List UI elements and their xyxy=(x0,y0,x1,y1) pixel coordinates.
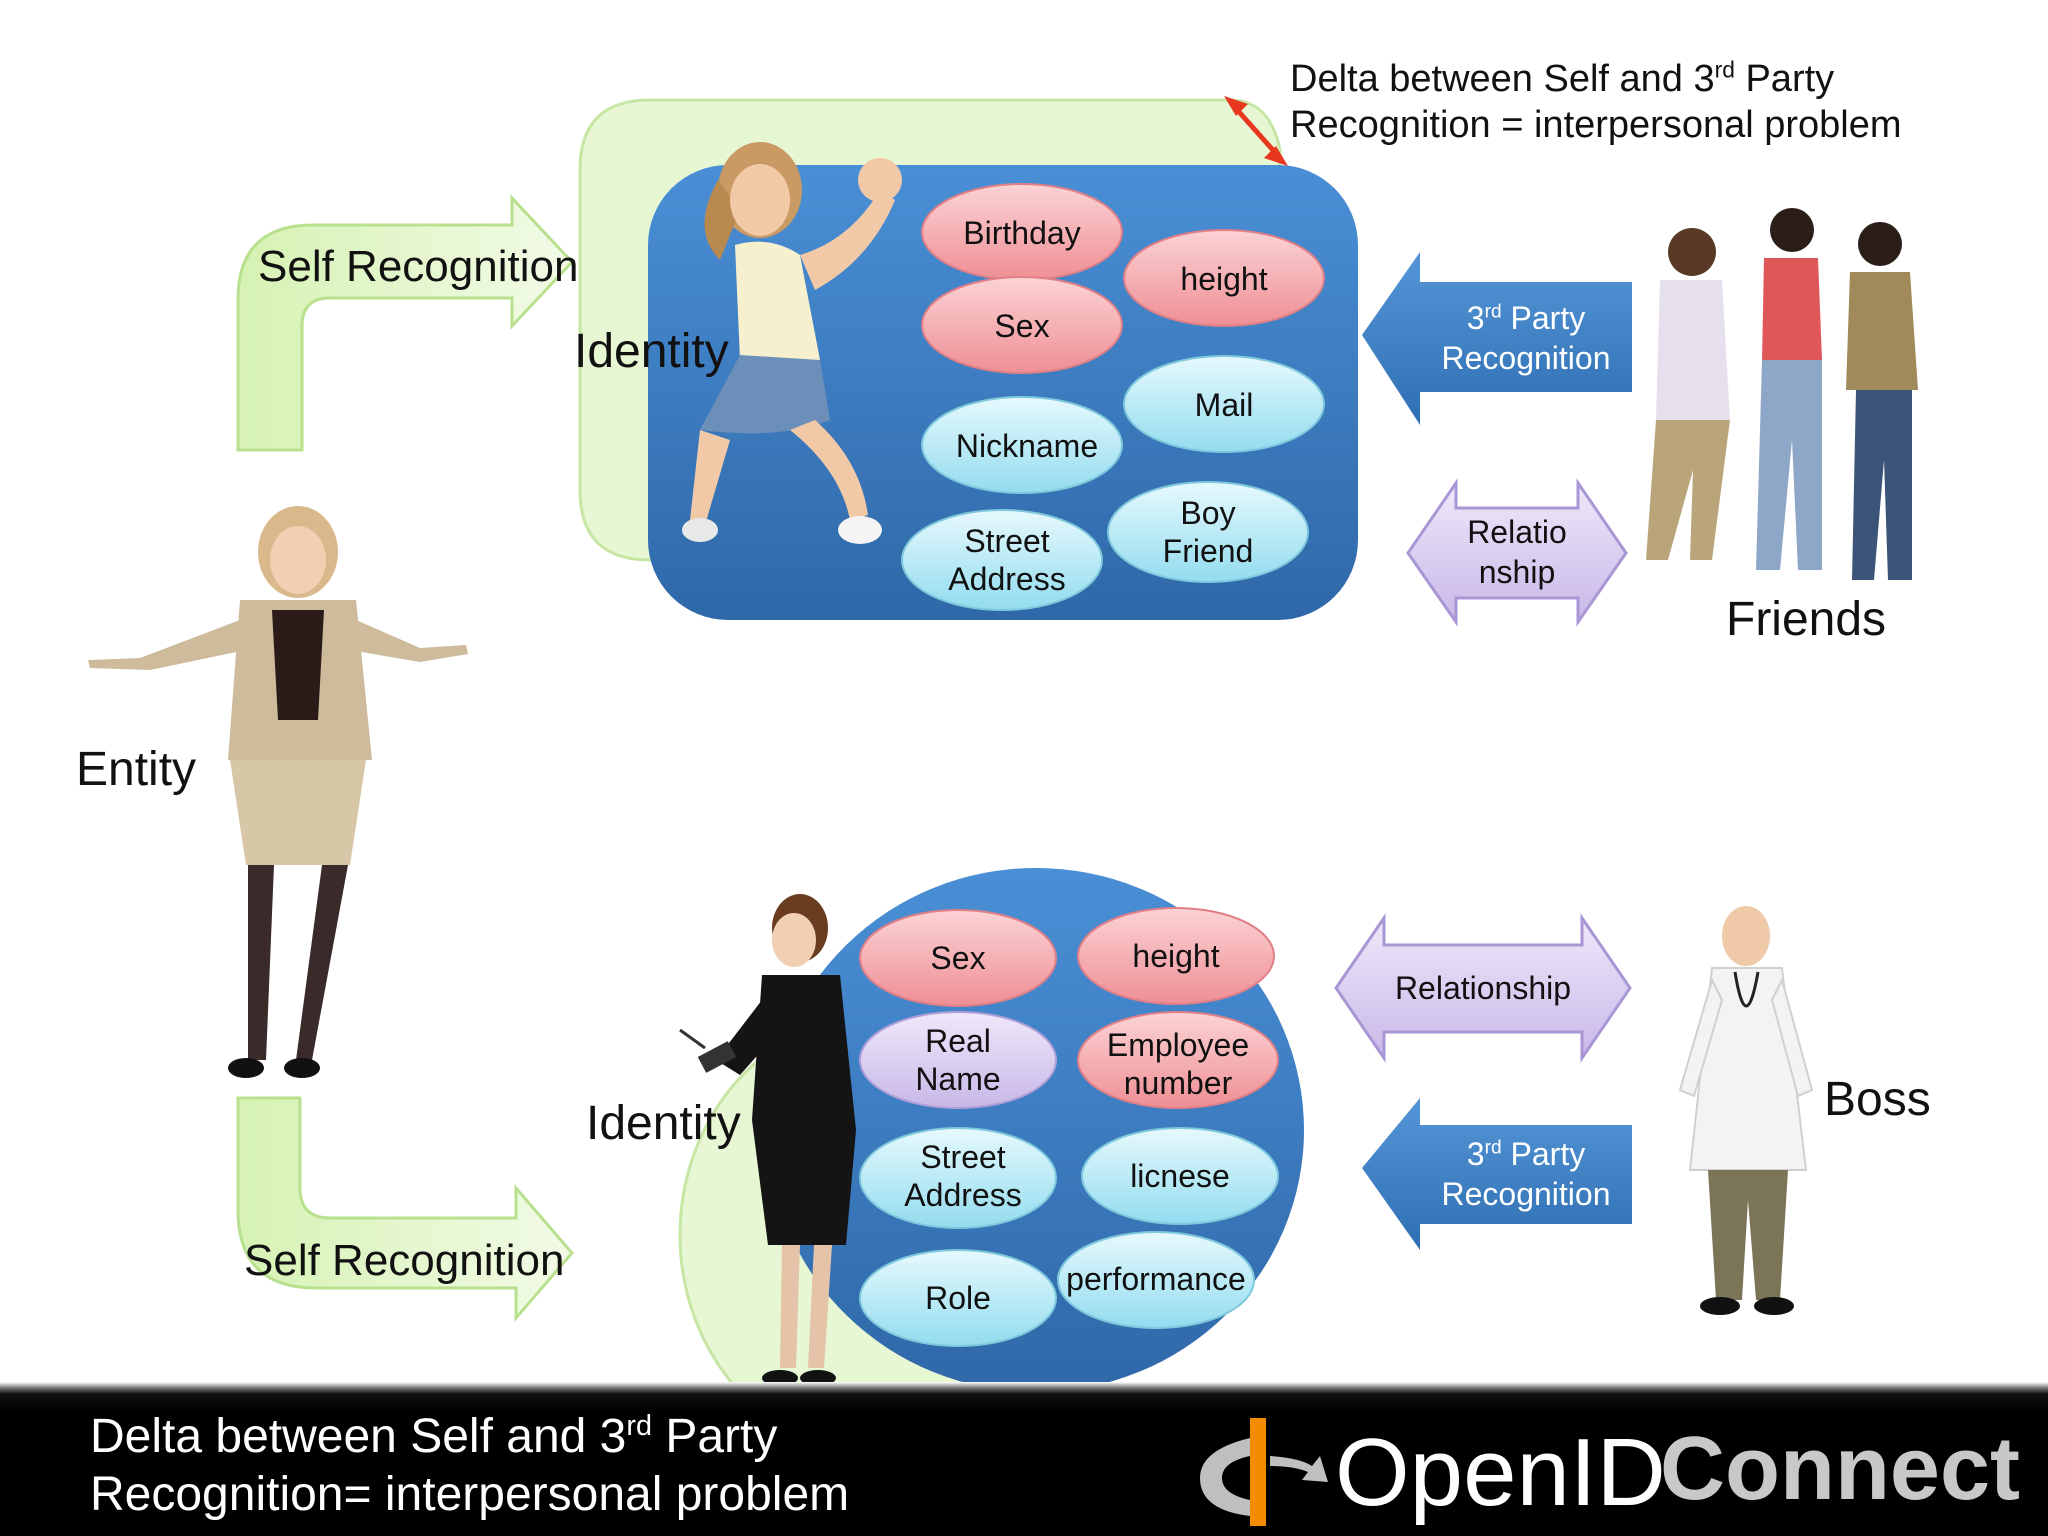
bottom-oval-street xyxy=(859,1127,1057,1229)
bottom-self-recognition-label: Self Recognition xyxy=(244,1236,565,1285)
bottom-oval-sex xyxy=(859,909,1057,1007)
bottom-oval-license-label: licnese xyxy=(1130,1158,1230,1194)
entity-woman-photo xyxy=(88,506,468,1078)
openid-wordmark: OpenID xyxy=(1335,1419,1666,1526)
top-oval-street xyxy=(901,509,1103,611)
bottom-oval-height xyxy=(1077,907,1275,1005)
top-oval-sex xyxy=(921,276,1123,374)
friends-label: Friends xyxy=(1726,593,1887,646)
top-relationship-arrow xyxy=(1406,478,1628,627)
boss-photo xyxy=(1678,906,1814,1315)
top-oval-nickname-label: Nickname xyxy=(955,428,1099,464)
bottom-third-party-arrow xyxy=(1362,1098,1632,1250)
bottom-oval-sex-label: Sex xyxy=(930,940,986,976)
bottom-oval-employee-label: Employee number xyxy=(1106,1027,1250,1101)
top-third-party-label: 3rd Party Recognition xyxy=(1441,300,1611,376)
top-delta-note: Delta between Self and 3rd Party Recogni… xyxy=(1290,56,1902,146)
bottom-relationship-label: Relationship xyxy=(1394,970,1572,1006)
top-oval-sex-label: Sex xyxy=(994,308,1050,344)
bottom-self-recognition-arrow xyxy=(236,1096,574,1323)
bottom-oval-realname xyxy=(859,1011,1057,1109)
top-oval-height xyxy=(1123,229,1325,327)
bottom-oval-street-label: Street Address xyxy=(904,1139,1022,1213)
entity-label: Entity xyxy=(76,743,197,796)
connect-wordmark: Connect xyxy=(1660,1419,2020,1519)
top-oval-boyfriend-label: Boy Friend xyxy=(1162,495,1254,569)
top-oval-street-label: Street Address xyxy=(948,523,1066,597)
bottom-oval-realname-label: Real Name xyxy=(915,1023,1001,1097)
bottom-oval-role xyxy=(859,1249,1057,1347)
top-self-recognition-label: Self Recognition xyxy=(258,242,579,291)
friends-photo xyxy=(1646,208,1918,580)
businesswoman-photo xyxy=(679,894,856,1386)
top-oval-nickname xyxy=(921,396,1123,494)
top-third-party-arrow xyxy=(1362,252,1632,425)
top-identity-label: Identity xyxy=(574,325,729,378)
top-oval-mail xyxy=(1123,355,1325,453)
bottom-oval-performance xyxy=(1057,1231,1255,1329)
top-self-recognition-arrow xyxy=(236,194,575,452)
boss-label: Boss xyxy=(1824,1073,1931,1126)
top-oval-boyfriend xyxy=(1107,481,1309,583)
bottom-oval-performance-label: performance xyxy=(1066,1261,1246,1297)
footer-delta-note: Delta between Self and 3rd Party Recogni… xyxy=(90,1410,850,1521)
bottom-oval-role-label: Role xyxy=(925,1280,991,1316)
top-oval-height-label: height xyxy=(1180,261,1268,297)
bottom-oval-height-label: height xyxy=(1132,938,1220,974)
bottom-oval-license xyxy=(1081,1127,1279,1225)
footer-bar xyxy=(0,1382,2048,1536)
bottom-oval-employee xyxy=(1077,1011,1279,1109)
top-oval-mail-label: Mail xyxy=(1194,387,1254,423)
top-oval-birthday-label: Birthday xyxy=(963,215,1081,251)
bottom-identity-label: Identity xyxy=(586,1097,741,1150)
bottom-third-party-label: 3rd Party Recognition xyxy=(1441,1136,1611,1212)
jumping-girl-photo xyxy=(682,142,902,544)
bottom-relationship-arrow xyxy=(1334,913,1632,1063)
top-delta-arrow xyxy=(1224,96,1288,166)
